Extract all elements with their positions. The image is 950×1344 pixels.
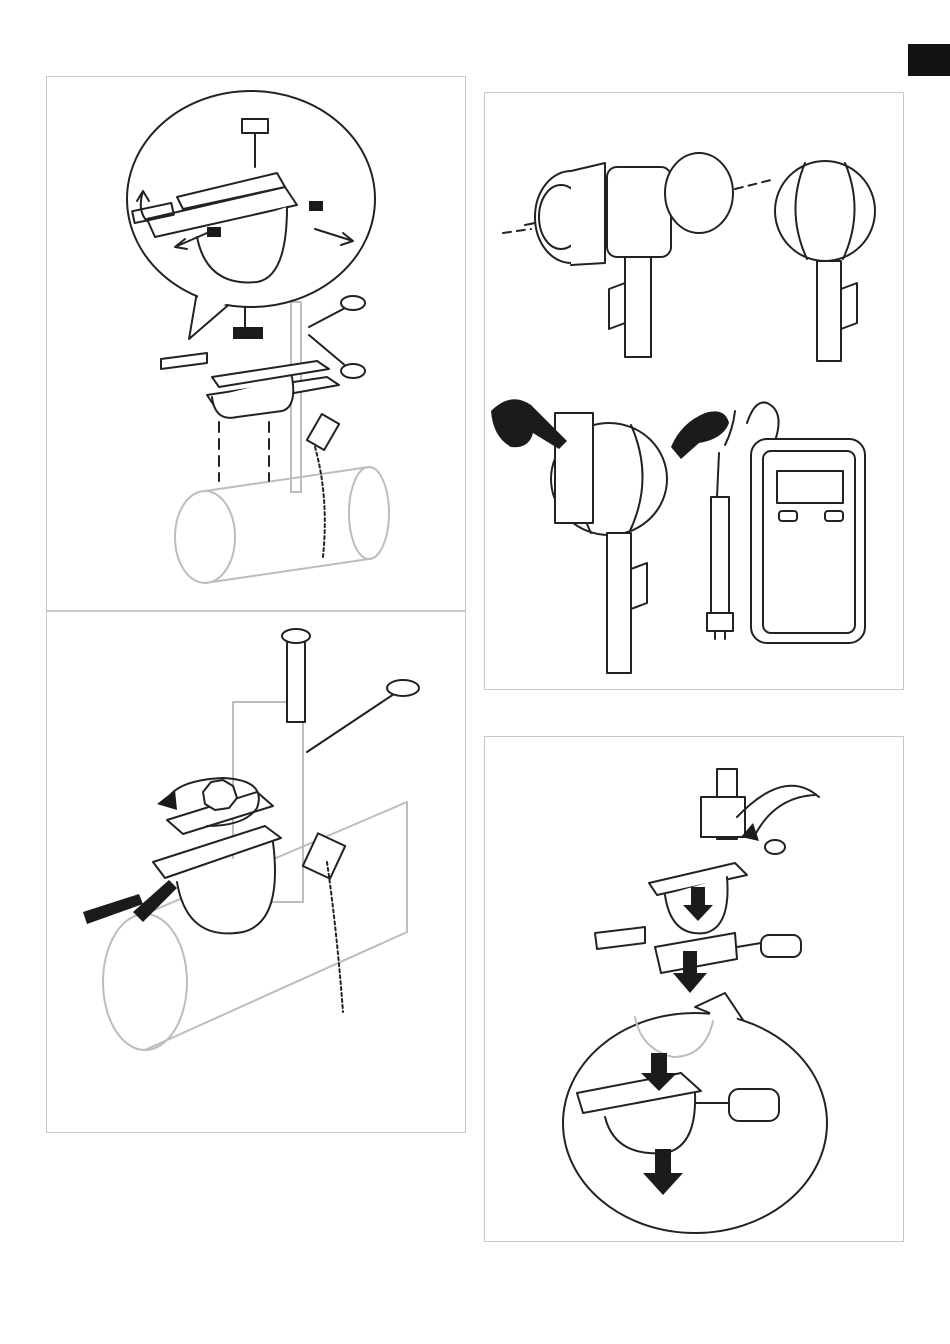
assembled-unit-lower	[551, 413, 667, 673]
chain	[315, 447, 325, 557]
mount-callout-illustration	[47, 77, 466, 611]
lower-cutter-illustration	[485, 737, 904, 1242]
cutter-assembly	[83, 780, 281, 933]
zoom-callout	[563, 993, 827, 1233]
cutter-assembly	[161, 307, 339, 418]
side-handle	[303, 680, 419, 879]
meter-device	[747, 402, 865, 643]
rotate-knob-illustration	[47, 612, 466, 1133]
figure-panel-lower-cutter	[484, 736, 904, 1242]
pipe-outline	[175, 467, 389, 583]
alignment-guide-lines	[219, 422, 269, 481]
section-tab	[908, 44, 950, 76]
drill-frame	[701, 769, 819, 854]
probe-icon	[707, 411, 735, 639]
figure-panel-meter-test	[484, 92, 904, 690]
exploded-view	[503, 153, 775, 357]
side-handle	[307, 296, 365, 450]
assembled-view	[775, 161, 875, 361]
figure-panel-mount-callout	[46, 76, 466, 611]
meter-test-illustration	[485, 93, 904, 690]
figure-panel-rotate-knob	[46, 611, 466, 1133]
chain	[327, 862, 343, 1012]
zoom-callout	[127, 91, 375, 339]
